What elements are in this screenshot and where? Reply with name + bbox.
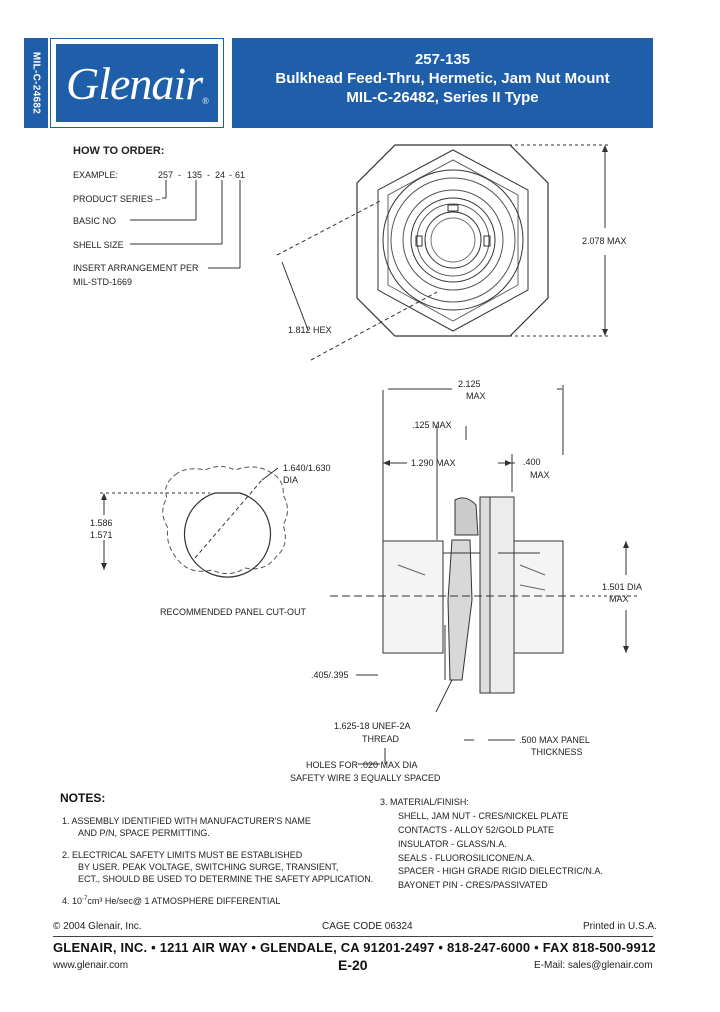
part-number-title: 257-135 — [414, 51, 471, 68]
dim-405-395: .405/.395 — [311, 670, 349, 680]
panel-thickness-dim: .500 MAX PANEL — [519, 735, 590, 745]
side-view-body-left — [382, 540, 444, 654]
material-insulator: INSULATOR - GLASS/N.A. — [398, 839, 507, 849]
dim-2125: 2.125 — [458, 379, 481, 389]
front-view-hex — [377, 149, 529, 332]
printed-in: Printed in U.S.A. — [583, 921, 657, 932]
order-row-insert-arrangement: INSERT ARRANGEMENT PER — [73, 263, 199, 273]
note-2-line-2: BY USER. PEAK VOLTAGE, SWITCHING SURGE, … — [78, 862, 339, 872]
title-block: 257-135 Bulkhead Feed-Thru, Hermetic, Ja… — [232, 38, 653, 128]
front-view-outer-ring — [382, 169, 524, 311]
dim-1501-max: MAX — [609, 594, 629, 604]
product-title: Bulkhead Feed-Thru, Hermetic, Jam Nut Mo… — [275, 70, 610, 87]
notes-heading: NOTES: — [60, 791, 106, 805]
side-view-jam-nut — [447, 539, 473, 681]
example-dash-3: - — [229, 170, 232, 180]
dim-1501-dia: 1.501 DIA — [602, 582, 643, 592]
material-spacer: SPACER - HIGH GRADE RIGID DIELECTRIC/N.A… — [398, 866, 603, 876]
example-label: EXAMPLE: — [73, 170, 119, 180]
panel-thickness-label: THICKNESS — [531, 747, 583, 757]
note-4-exponent: -7 — [82, 896, 88, 902]
order-row-shell-size: SHELL SIZE — [73, 240, 124, 250]
order-row-mil-std: MIL-STD-1669 — [73, 277, 133, 287]
website-link[interactable]: www.glenair.com — [53, 960, 129, 971]
material-shell: SHELL, JAM NUT - CRES/NICKEL PLATE — [398, 811, 569, 821]
note-1-line-2: AND P/N, SPACE PERMITTING. — [78, 828, 210, 838]
thread-label: THREAD — [362, 734, 400, 744]
material-bayonet-pin: BAYONET PIN - CRES/PASSIVATED — [398, 880, 548, 890]
panel-cutout-outline — [162, 466, 288, 574]
logo-text: Glenair — [66, 57, 203, 109]
dim-400-max: MAX — [530, 470, 550, 480]
safety-wire-spacing: SAFETY WIRE 3 EQUALLY SPACED — [290, 773, 441, 783]
note-4-text: cm³ He/sec@ 1 ATMOSPHERE DIFFERENTIAL — [87, 896, 281, 906]
example-part-series: 257 — [158, 170, 174, 180]
thread-spec: 1.625-18 UNEF-2A — [334, 721, 411, 731]
side-view-flange — [487, 496, 515, 694]
note-2-line-1: 2. ELECTRICAL SAFETY LIMITS MUST BE ESTA… — [62, 850, 303, 860]
example-part-insert: 61 — [235, 170, 246, 180]
order-row-basic-no: BASIC NO — [73, 216, 117, 226]
note-3-heading: 3. MATERIAL/FINISH: — [380, 797, 469, 807]
dim-1640-dia-word: DIA — [283, 475, 299, 485]
note-1-line-1: 1. ASSEMBLY IDENTIFIED WITH MANUFACTURER… — [62, 816, 311, 826]
dim-1571: 1.571 — [90, 530, 113, 540]
material-contacts: CONTACTS - ALLOY 52/GOLD PLATE — [398, 825, 555, 835]
example-dash-1: - — [178, 170, 181, 180]
dim-1586: 1.586 — [90, 518, 113, 528]
dim-1812-hex: 1.812 HEX — [288, 325, 332, 335]
order-row-product-series: PRODUCT SERIES – — [73, 194, 161, 204]
dim-400: .400 — [523, 457, 541, 467]
note-2-line-3: ECT., SHOULD BE USED TO DETERMINE THE SA… — [78, 874, 374, 884]
example-part-basic: 135 — [187, 170, 203, 180]
example-part-shell: 24 — [215, 170, 226, 180]
dim-2125-max: MAX — [466, 391, 486, 401]
side-tab: MIL-C-24682 — [24, 38, 48, 128]
page-number: E-20 — [338, 957, 368, 973]
dim-1290-max: 1.290 MAX — [411, 458, 456, 468]
cage-code: CAGE CODE 06324 — [322, 921, 413, 932]
registered-mark: ® — [202, 96, 209, 106]
material-seals: SEALS - FLUOROSILICONE/N.A. — [398, 853, 535, 863]
logo-background — [56, 44, 218, 122]
front-view-flange — [356, 144, 549, 337]
footer-divider — [53, 936, 653, 937]
dim-1640-dia: 1.640/1.630 — [283, 463, 331, 473]
how-to-order-heading: HOW TO ORDER: — [73, 145, 165, 157]
email-link[interactable]: E-Mail: sales@glenair.com — [534, 960, 653, 971]
panel-cutout-label: RECOMMENDED PANEL CUT-OUT — [160, 607, 307, 617]
spec-title: MIL-C-26482, Series II Type — [346, 89, 539, 106]
note-4-number: 4. 10 — [62, 896, 83, 906]
note-4: 4. 10-7cm³ He/sec@ 1 ATMOSPHERE DIFFEREN… — [62, 896, 280, 906]
glenair-logo: Glenair® — [56, 44, 218, 122]
company-address: GLENAIR, INC. • 1211 AIR WAY • GLENDALE,… — [53, 940, 656, 955]
dim-2078-max: 2.078 MAX — [582, 236, 627, 246]
dim-125-max: .125 MAX — [412, 420, 452, 430]
copyright: © 2004 Glenair, Inc. — [53, 921, 142, 932]
panel-cutout-hole — [183, 492, 272, 578]
example-dash-2: - — [207, 170, 210, 180]
safety-wire-holes: HOLES FOR .020 MAX DIA — [306, 760, 418, 770]
